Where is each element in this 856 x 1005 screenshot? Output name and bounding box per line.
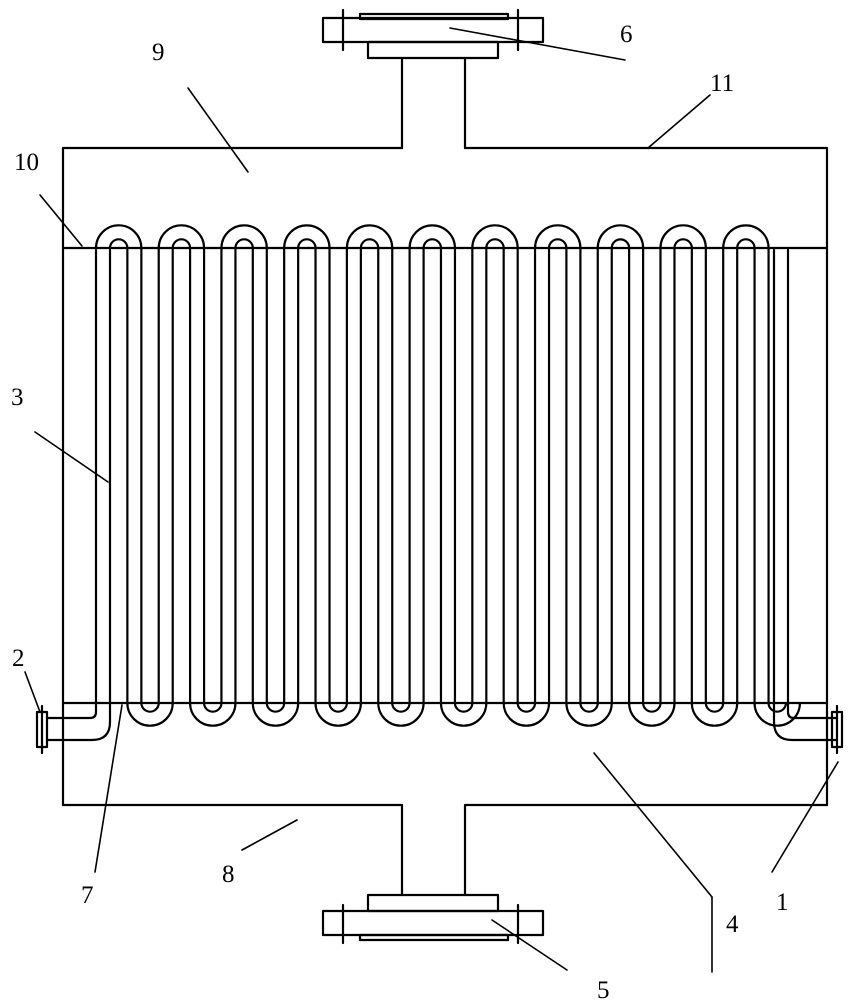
leader-4a [593,752,713,898]
top-nozzle-neck [400,56,467,150]
tube-wall [94,224,802,727]
leader-3 [34,431,109,483]
leader-9 [187,87,249,173]
leader-8 [241,819,298,851]
lower-chamber [61,701,829,897]
leader-1 [771,761,839,873]
label-6: 6 [620,21,633,48]
tube-wall [108,238,788,713]
leader-7 [94,704,123,873]
label-4: 4 [726,911,739,938]
label-11: 11 [710,70,734,97]
leader-6 [449,27,626,61]
label-1: 1 [776,889,789,916]
label-5: 5 [597,977,610,1004]
label-9: 9 [152,39,165,66]
label-8: 8 [222,861,235,888]
leader-5 [491,919,568,971]
part-labels: 6 9 11 10 3 2 7 8 4 1 5 [11,21,789,1004]
shell-walls [61,246,829,705]
label-2: 2 [12,645,25,672]
leader-11 [647,94,711,149]
serpentine-tube [94,224,802,727]
label-7: 7 [81,882,94,909]
leader-10 [39,194,83,247]
leader-2 [24,671,41,713]
label-10: 10 [14,149,39,176]
top-flange [321,8,545,60]
bottom-flange [321,893,545,945]
label-3: 3 [11,384,24,411]
right-outlet-pipe [772,248,844,755]
left-inlet-pipe [35,248,112,755]
upper-chamber [61,146,829,250]
leader-lines [24,27,839,973]
